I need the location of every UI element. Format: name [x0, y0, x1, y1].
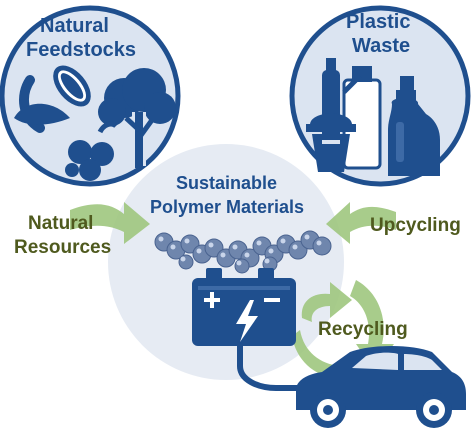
- polymer-bead: [178, 254, 194, 270]
- natural-feedstocks-label-line1: Natural: [40, 15, 109, 37]
- plastic-waste-label-line2: Waste: [352, 35, 411, 57]
- plastic-waste-circle: [289, 5, 471, 187]
- tree-icon: [98, 68, 176, 168]
- battery-icon: [192, 268, 296, 346]
- recycling-label: Recycling: [318, 319, 408, 340]
- polymer-bead-highlight: [316, 240, 322, 246]
- corn-icon: [19, 65, 91, 133]
- cup-icon: [306, 74, 362, 172]
- polymer-bead-highlight: [292, 244, 298, 250]
- center-title-line1: Sustainable: [176, 173, 278, 193]
- natural-resources-label-line1: Natural: [28, 213, 94, 234]
- leaf-icon: [14, 103, 70, 125]
- polymer-bead-highlight: [220, 252, 226, 258]
- polymer-bead-highlight: [268, 248, 274, 254]
- polymer-bead-highlight: [170, 244, 176, 250]
- natural-resources-label-line2: Resources: [14, 237, 112, 258]
- arrow-left-icon: [326, 202, 396, 244]
- lightning-icon: [236, 300, 258, 342]
- jug-icon: [388, 90, 440, 176]
- plastic-waste-label-line1: Plastic: [346, 11, 411, 33]
- natural-feedstocks-circle: [0, 5, 181, 187]
- polymer-bead: [312, 236, 332, 256]
- polymer-bead-highlight: [244, 252, 250, 258]
- polymer-bead-highlight: [256, 240, 262, 246]
- natural-feedstocks-label-line2: Feedstocks: [26, 39, 137, 61]
- container-icon: [342, 66, 382, 170]
- car-icon: [296, 346, 466, 428]
- center-title-line2: Polymer Materials: [150, 197, 305, 217]
- polymer-bead-highlight: [158, 236, 164, 242]
- polymer-bead-highlight: [232, 244, 238, 250]
- polymer-bead-highlight: [184, 238, 190, 244]
- arrow-right-icon: [70, 202, 150, 244]
- polymer-bead-highlight: [280, 238, 286, 244]
- upcycling-label: Upcycling: [370, 215, 461, 236]
- polymer-chain-icon: [154, 230, 332, 274]
- polymer-bead: [234, 258, 250, 274]
- berries-icon: [65, 121, 118, 181]
- polymer-bead-highlight: [236, 260, 242, 266]
- charging-cable: [237, 343, 303, 391]
- polymer-bead-highlight: [304, 234, 310, 240]
- polymer-bead-highlight: [180, 256, 186, 262]
- polymer-bead-highlight: [208, 242, 214, 248]
- polymer-bead-highlight: [264, 258, 270, 264]
- polymer-bead-highlight: [196, 248, 202, 254]
